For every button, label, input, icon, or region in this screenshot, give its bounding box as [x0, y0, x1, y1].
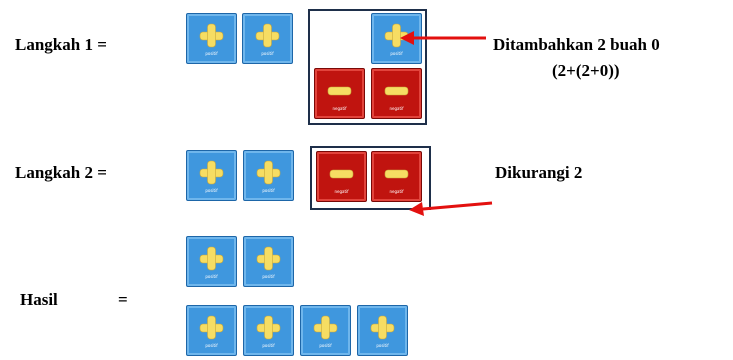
minus-icon [327, 86, 352, 96]
plus-icon [255, 23, 280, 48]
plus-icon [256, 246, 281, 271]
positive-tile: positif [186, 236, 237, 287]
minus-icon [384, 169, 409, 179]
plus-icon [199, 246, 224, 271]
negative-tile: negatif [371, 151, 422, 202]
plus-icon [199, 23, 224, 48]
positive-tile: positif [357, 305, 408, 356]
negative-tile: negatif [314, 68, 365, 119]
minus-icon [384, 86, 409, 96]
plus-icon [313, 315, 338, 340]
plus-icon [256, 160, 281, 185]
positive-tile-caption: positif [261, 51, 274, 56]
positive-tile: positif [242, 13, 293, 64]
plus-icon [199, 160, 224, 185]
arrow-to-positive-tile [400, 31, 486, 45]
plus-icon [199, 315, 224, 340]
positive-tile-caption: positif [262, 343, 275, 348]
negative-tile: negatif [371, 68, 422, 119]
positive-tile: positif [186, 13, 237, 64]
positive-tile-caption: positif [205, 343, 218, 348]
step2-note: Dikurangi 2 [495, 163, 583, 182]
negative-tile-caption: negatif [389, 106, 404, 111]
negative-tile-caption: negatif [332, 106, 347, 111]
plus-icon [370, 315, 395, 340]
step1-label: Langkah 1 = [15, 35, 107, 54]
negative-tile-caption: negatif [389, 189, 404, 194]
positive-tile-caption: positif [376, 343, 389, 348]
positive-tile: positif [243, 305, 294, 356]
minus-icon [329, 169, 354, 179]
positive-tile-caption: positif [205, 274, 218, 279]
arrow-to-negative-tiles [409, 201, 493, 216]
positive-tile-caption: positif [205, 51, 218, 56]
negative-tile: negatif [316, 151, 367, 202]
positive-tile-caption: positif [390, 51, 403, 56]
step1-note-expression: (2+(2+0)) [552, 61, 620, 80]
positive-tile-caption: positif [262, 188, 275, 193]
positive-tile-caption: positif [262, 274, 275, 279]
positive-tile: positif [243, 150, 294, 201]
result-equals-sign: = [118, 290, 128, 309]
positive-tile-caption: positif [319, 343, 332, 348]
step1-note: Ditambahkan 2 buah 0 [493, 35, 660, 54]
positive-tile-caption: positif [205, 188, 218, 193]
positive-tile: positif [243, 236, 294, 287]
step2-label: Langkah 2 = [15, 163, 107, 182]
plus-icon [256, 315, 281, 340]
result-label: Hasil [20, 290, 58, 309]
positive-tile: positif [186, 305, 237, 356]
positive-tile: positif [300, 305, 351, 356]
negative-tile-caption: negatif [334, 189, 349, 194]
positive-tile: positif [186, 150, 237, 201]
